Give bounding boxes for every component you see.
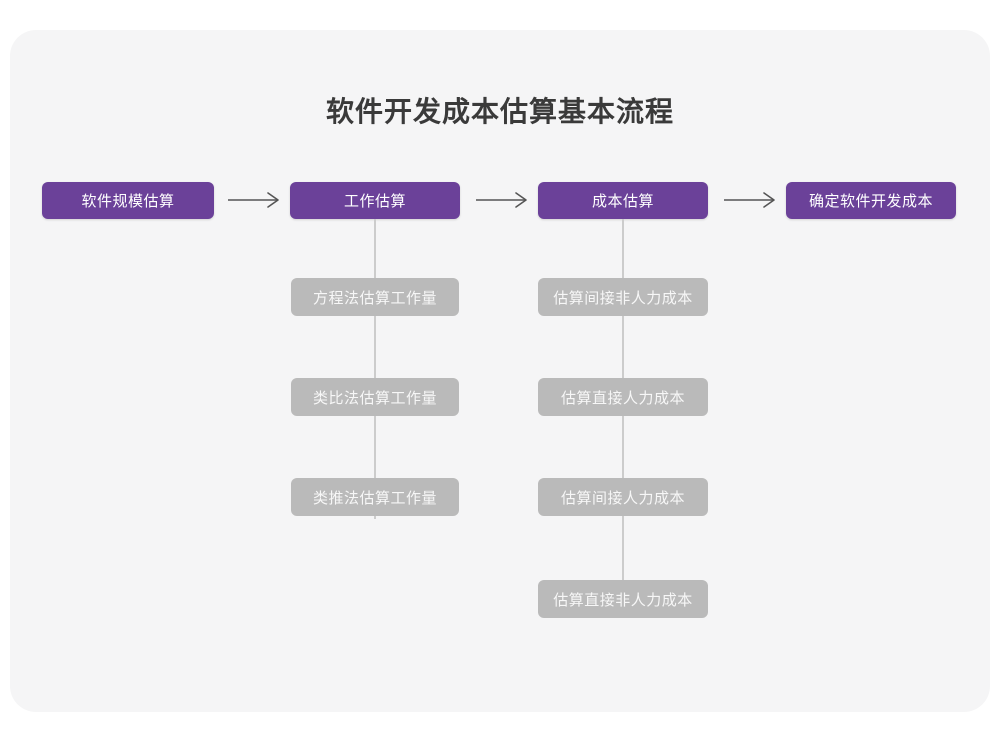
stage-2-child-node-1-label: 方程法估算工作量 xyxy=(312,289,437,307)
stage-3-child-node-1[interactable]: 估算间接非人力成本 xyxy=(538,278,708,316)
stage-node-1[interactable]: 软件规模估算 xyxy=(42,182,214,219)
stage-3-child-node-3[interactable]: 估算间接人力成本 xyxy=(538,478,708,516)
stage-2-child-node-3[interactable]: 类推法估算工作量 xyxy=(291,478,459,516)
stage-2-child-node-3-label: 类推法估算工作量 xyxy=(312,489,437,507)
stage-3-child-node-2-label: 估算直接人力成本 xyxy=(560,389,685,407)
stage-node-3-label: 成本估算 xyxy=(591,193,654,210)
stage-node-4[interactable]: 确定软件开发成本 xyxy=(786,182,956,219)
stage-node-3[interactable]: 成本估算 xyxy=(538,182,708,219)
arrow-stage-3-to-stage-4 xyxy=(724,188,778,212)
stage-2-child-node-2[interactable]: 类比法估算工作量 xyxy=(291,378,459,416)
stage-node-2-label: 工作估算 xyxy=(343,193,406,210)
stage-2-child-node-1[interactable]: 方程法估算工作量 xyxy=(291,278,459,316)
stage-3-child-node-1-label: 估算间接非人力成本 xyxy=(553,289,693,307)
arrow-stage-1-to-stage-2 xyxy=(228,188,282,212)
stage-3-child-node-3-label: 估算间接人力成本 xyxy=(560,489,685,507)
diagram-title: 软件开发成本估算基本流程 xyxy=(325,96,674,127)
stage-node-2[interactable]: 工作估算 xyxy=(290,182,460,219)
connector-trunk-stage-2 xyxy=(374,219,376,519)
diagram-card-background xyxy=(10,30,990,712)
stage-3-child-node-4-label: 估算直接非人力成本 xyxy=(553,591,693,609)
stage-node-4-label: 确定软件开发成本 xyxy=(808,193,933,210)
stage-3-child-node-4[interactable]: 估算直接非人力成本 xyxy=(538,580,708,618)
stage-node-1-label: 软件规模估算 xyxy=(81,193,175,210)
stage-3-child-node-2[interactable]: 估算直接人力成本 xyxy=(538,378,708,416)
stage-2-child-node-2-label: 类比法估算工作量 xyxy=(312,389,437,407)
arrow-stage-2-to-stage-3 xyxy=(476,188,530,212)
